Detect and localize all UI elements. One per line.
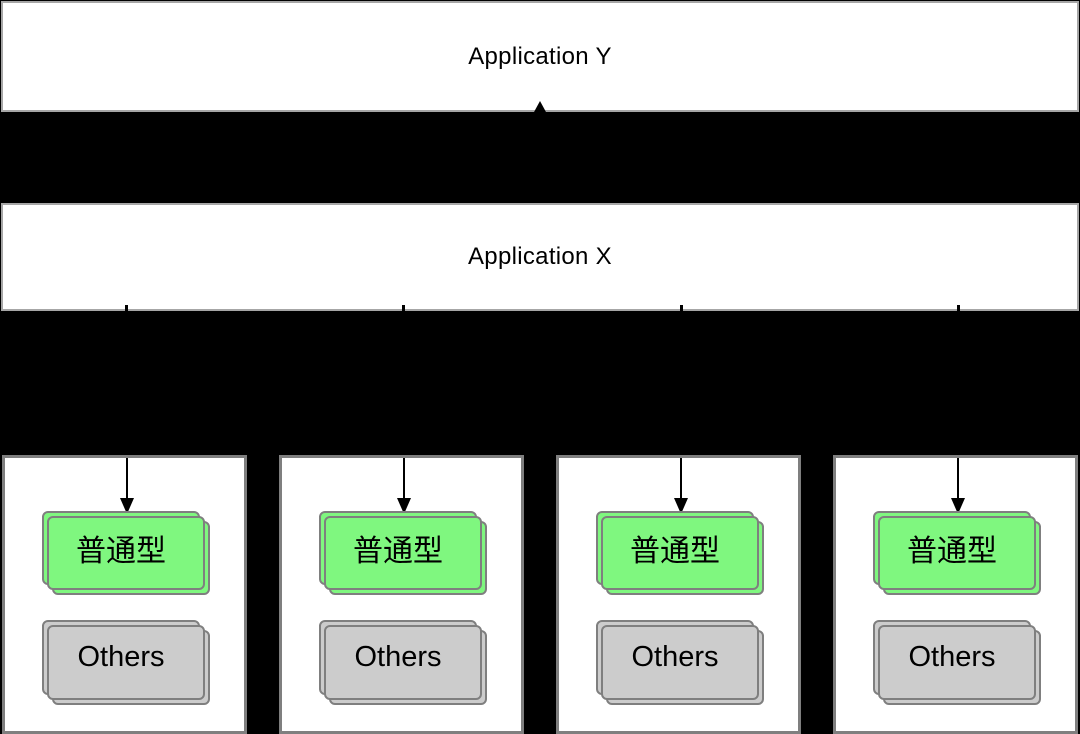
arrow-tail-tick [402, 305, 405, 314]
down-arrow-icon [120, 498, 134, 514]
primary-card-stack: 普通型 [873, 511, 1031, 585]
primary-card-stack: 普通型 [319, 511, 477, 585]
arrow-tail-tick [680, 305, 683, 314]
application-y-label: Application Y [468, 42, 612, 70]
arrow-up-icon [534, 101, 546, 112]
primary-card-label: 普通型 [353, 535, 443, 568]
down-arrow-icon [674, 498, 688, 514]
others-card-label: Others [908, 641, 996, 673]
down-arrow-line [680, 458, 682, 500]
group-panel-4: 普通型 Others [833, 455, 1078, 734]
primary-card-stack: 普通型 [42, 511, 200, 585]
others-card-stack: Others [319, 620, 477, 695]
others-card-stack: Others [596, 620, 754, 695]
primary-card-label: 普通型 [907, 535, 997, 568]
group-panel-3: 普通型 Others [556, 455, 801, 734]
down-arrow-icon [951, 498, 965, 514]
application-x-box: Application X [1, 203, 1079, 311]
primary-card-stack: 普通型 [596, 511, 754, 585]
arrow-tail-tick [957, 305, 960, 314]
down-arrow-line [126, 458, 128, 500]
group-panel-2: 普通型 Others [279, 455, 524, 734]
down-arrow-icon [397, 498, 411, 514]
down-arrow-line [403, 458, 405, 500]
others-card-stack: Others [42, 620, 200, 695]
others-card-stack: Others [873, 620, 1031, 695]
primary-card-label: 普通型 [76, 535, 166, 568]
primary-card-label: 普通型 [630, 535, 720, 568]
down-arrow-line [957, 458, 959, 500]
arrow-tail-tick [538, 198, 541, 207]
others-card-label: Others [354, 641, 442, 673]
application-y-box: Application Y [1, 1, 1079, 112]
others-card-label: Others [631, 641, 719, 673]
arrow-tail-tick [125, 305, 128, 314]
others-card-label: Others [77, 641, 165, 673]
group-panel-1: 普通型 Others [2, 455, 247, 734]
application-x-label: Application X [468, 243, 612, 270]
